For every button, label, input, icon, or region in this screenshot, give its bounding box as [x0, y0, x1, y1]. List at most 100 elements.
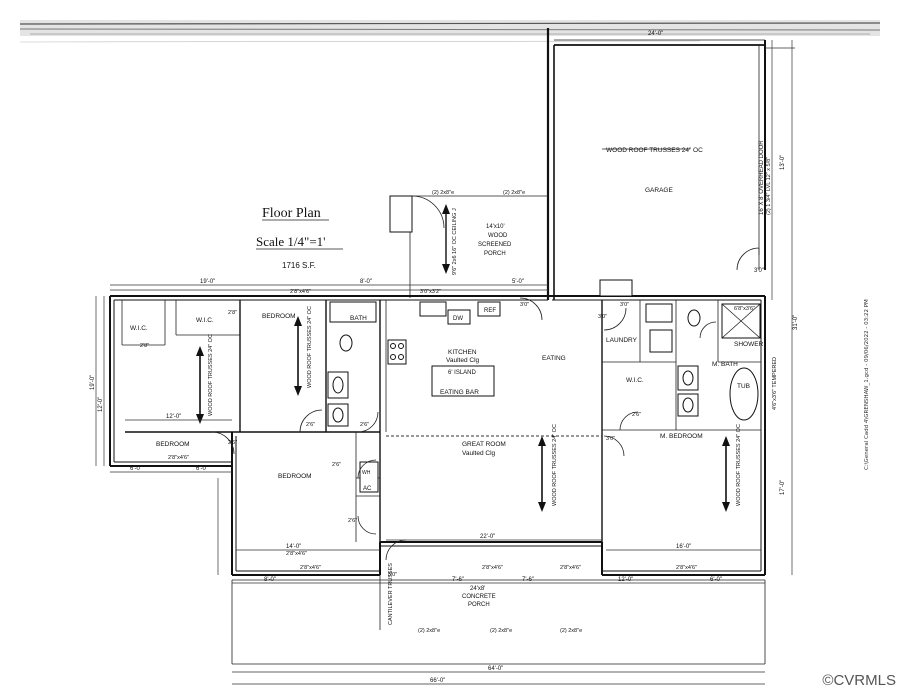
dim-top-b: 8'-0": [360, 279, 372, 285]
shower-label: SHOWER: [734, 341, 764, 348]
bedroom-top: BEDROOM: [262, 313, 296, 320]
door-label-d1: 3'0": [520, 302, 529, 308]
post-p2: (2) 2x8"e: [503, 190, 525, 196]
dw-label: DW: [453, 316, 463, 322]
door-label-d8: 2'6": [348, 518, 357, 524]
screened-porch: [389, 195, 548, 298]
dim-left-c: 6'-0": [130, 466, 142, 472]
bedroom-nw: BEDROOM: [156, 441, 190, 448]
ac-label: AC: [363, 486, 372, 492]
door-label-d9: 2'6": [632, 412, 641, 418]
dim-top-c: 5'-0": [512, 279, 524, 285]
truss-arrows: [196, 204, 730, 512]
window-w9: 6'8"x3'6": [734, 306, 755, 312]
truss-note-3: WOOD ROOF TRUSSES 24" OC: [552, 424, 558, 506]
dim-inner-b: 14'-0": [286, 544, 301, 550]
wic-2: W.I.C.: [196, 317, 214, 324]
door-label-d3: 3'0": [598, 314, 607, 320]
dimension-lines: [95, 284, 765, 584]
tub-label: TUB: [737, 383, 750, 390]
door-label-d2: 3'0": [620, 302, 629, 308]
dim-right-a: 13'-0": [780, 155, 786, 170]
window-w5: 2'8"x4'6": [482, 565, 503, 571]
post-p5: (2) 2x8"e: [560, 628, 582, 634]
house-walls: [109, 295, 766, 576]
kitchen-ceiling: Vaulted Clg: [446, 357, 480, 364]
eating-bar-label: EATING BAR: [440, 389, 479, 396]
post-p1: (2) 2x8"e: [432, 190, 454, 196]
garage-label: GARAGE: [645, 187, 673, 194]
overhead-door-note: 16' X 8' OVERHEAD DOOR: [759, 140, 765, 215]
dim-bottom-e: 6'-0": [710, 577, 722, 583]
screened-porch-line3: PORCH: [484, 251, 506, 257]
door-label-d11: 2'8": [140, 343, 149, 349]
watermark: ©CVRMLS: [822, 672, 896, 689]
dim-bottom-overall2: 66'-0": [430, 678, 445, 684]
dim-inner-c: 22'-0": [480, 534, 495, 540]
post-p3: (2) 2x8"e: [418, 628, 440, 634]
front-porch: [231, 575, 766, 685]
wic-1: W.I.C.: [130, 325, 148, 332]
great-room-label: GREAT ROOM: [462, 441, 506, 448]
laundry-label: LAUNDRY: [606, 337, 638, 344]
dim-top-a: 19'-0": [200, 279, 215, 285]
window-w2: 2'8"x4'6": [168, 455, 189, 461]
door-label-d10: 2'8": [228, 310, 237, 316]
dim-inner-a: 12'-0": [166, 414, 181, 420]
dim-left-d: 6'-0": [196, 466, 208, 472]
truss-note-1: WOOD ROOF TRUSSES 24" OC: [208, 334, 214, 416]
plan-title: Floor Plan: [262, 206, 321, 221]
m-bedroom-label: M. BEDROOM: [660, 433, 703, 440]
file-path-text: C:\General Cadd 4\GRENSHAW_1.gcd - 09/06…: [864, 299, 870, 470]
screened-porch-line2: SCREENED: [478, 242, 512, 248]
porch-line1: CONCRETE: [462, 594, 496, 600]
door-label-d6: 2'6": [228, 440, 237, 446]
dim-right-b: 17'-0": [780, 480, 786, 495]
post-p4: (2) 2x8"e: [490, 628, 512, 634]
door-label-d13: 3'0": [754, 268, 764, 274]
window-w6: 2'8"x4'6": [560, 565, 581, 571]
scan-noise-band: [19, 20, 881, 43]
door-label-d4: 2'6": [306, 422, 315, 428]
window-w8: 3'0"x3'2": [420, 289, 441, 295]
dim-bottom-b: 7'-6": [452, 577, 464, 583]
dim-inner-d: 16'-0": [676, 544, 691, 550]
wic-3: W.I.C.: [626, 377, 644, 384]
bedroom-sw: BEDROOM: [278, 473, 312, 480]
truss-note-4: WOOD ROOF TRUSSES 24" OC: [736, 424, 742, 506]
bath-label: BATH: [350, 315, 367, 322]
dim-left-b: 12'-0": [98, 397, 104, 412]
cantilever-note: CANTILEVER TRUSSES: [388, 563, 394, 625]
overhead-door-header: (2) 1 3/4" LVL 12" x 5/8": [766, 157, 772, 215]
great-room-ceiling: Vaulted Clg: [462, 450, 496, 457]
porch-size: 24'x8': [470, 586, 485, 592]
garage: [546, 28, 795, 575]
dim-bottom-c: 7'-6": [522, 577, 534, 583]
kitchen-label: KITCHEN: [448, 349, 477, 356]
door-label-d14: 3'0": [388, 572, 397, 578]
door-label-d7: 2'6": [332, 462, 341, 468]
garage-trusses-note: WOOD ROOF TRUSSES 24" OC: [606, 147, 703, 154]
door-label-d5: 2'6": [360, 422, 369, 428]
porch-ceiling-note: 9'6" 2x6 16" OC CEILING J: [452, 208, 458, 275]
dim-bottom-overall: 64'-0": [488, 666, 503, 672]
m-bath-label: M. BATH: [712, 361, 738, 368]
screened-porch-size: 14'x10': [486, 224, 505, 230]
window-w7: 2'8"x4'6": [676, 565, 697, 571]
ref-label: REF: [484, 308, 496, 314]
island-label: 6' ISLAND: [448, 370, 476, 376]
screened-porch-line1: WOOD: [488, 233, 508, 239]
dim-right-c: 31'-0": [793, 315, 799, 330]
wh-label: WH: [362, 470, 371, 476]
dim-top-overall: 24'-0": [648, 31, 663, 37]
window-w4: 2'8"x4'6": [300, 565, 321, 571]
dim-bottom-d: 12'-0": [618, 577, 633, 583]
tempered-note: 4'6"x3'6" TEMPERED: [772, 357, 778, 410]
interior-walls: [121, 300, 761, 542]
door-label-d12: 3'0": [606, 436, 615, 442]
plan-area: 1716 S.F.: [282, 261, 316, 270]
porch-line2: PORCH: [468, 602, 490, 608]
truss-note-2: WOOD ROOF TRUSSES 24" OC: [307, 306, 313, 388]
door-swings: [211, 297, 717, 561]
